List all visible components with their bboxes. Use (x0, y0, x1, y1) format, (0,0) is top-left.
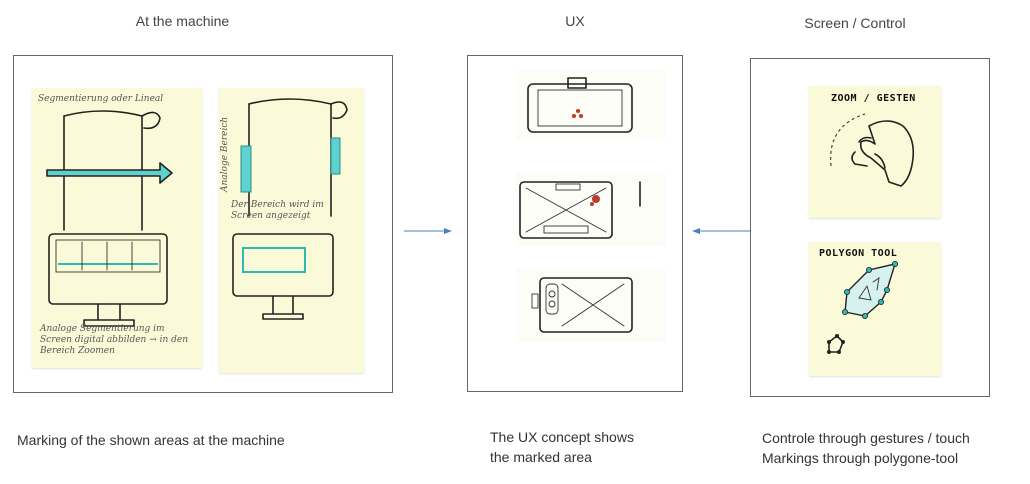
note-analog-area: Analoge Bereich (220, 116, 230, 192)
ux-frame (467, 55, 683, 392)
caption-screen-control: Controle through gestures / touch Markin… (762, 428, 1022, 468)
title-at-the-machine: At the machine (135, 13, 230, 29)
note-analog-segmentation: Analoge Segmentierung im Screen digital … (40, 324, 189, 356)
polygon-sketch (827, 260, 899, 354)
machine-frame: Segmentierung oder Lineal Analoge Segmen… (13, 55, 393, 393)
zoom-gesture-label: ZOOM / GESTEN (831, 93, 916, 104)
caption-line: Controle through gestures / touch (762, 430, 970, 446)
machine-sticky-note-ruler: Segmentierung oder Lineal Analoge Segmen… (32, 88, 202, 368)
caption-ux: The UX concept shows the marked area (490, 427, 690, 467)
title-screen-control: Screen / Control (804, 15, 906, 31)
screen-control-frame: ZOOM / GESTEN POLYGON TOOL (750, 58, 990, 397)
title-ux: UX (565, 13, 585, 29)
polygon-tool-label: POLYGON TOOL (819, 248, 898, 259)
note-area-shown: Der Bereich wird im Screen angezeigt (231, 200, 324, 221)
caption-line: The UX concept shows (490, 429, 634, 445)
machine-sticky-note-area: Analoge Bereich Der Bereich wird im Scre… (219, 88, 364, 373)
caption-at-the-machine: Marking of the shown areas at the machin… (17, 430, 357, 450)
ruler-sketch (46, 110, 173, 327)
caption-line: Marking of the shown areas at the machin… (17, 432, 285, 448)
hand-pinch-sketch (830, 113, 915, 187)
caption-line: the marked area (490, 449, 592, 465)
area-sketch (232, 98, 348, 320)
note-segmentation-label: Segmentierung oder Lineal (38, 94, 164, 104)
ux-screen-sketches (516, 70, 666, 342)
polygon-tool-note: POLYGON TOOL (809, 242, 941, 376)
zoom-gesture-note: ZOOM / GESTEN (809, 86, 941, 218)
caption-line: Markings through polygone-tool (762, 450, 959, 466)
